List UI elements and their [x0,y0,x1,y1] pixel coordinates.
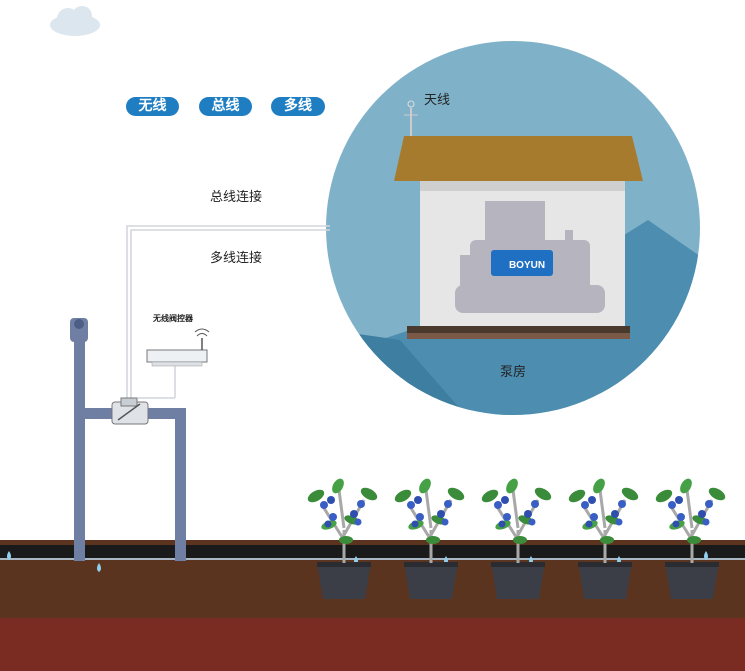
brand-text: BOYUN [509,260,545,271]
pump-house-circle: BOYUN [326,41,700,415]
blueberry-plant-icon [394,478,465,599]
tab-multiline[interactable]: 多线 [271,97,325,116]
valve-icon [111,397,149,425]
pump-house-label: 泵房 [500,365,527,380]
cloud-icon [50,6,100,36]
tab-wireless[interactable]: 无线 [126,97,179,116]
brand-logo [491,250,553,276]
plant-row [307,478,726,599]
controller-icon [146,328,210,367]
multi-connection-label: 多线连接 [210,251,263,266]
soil [0,540,745,671]
connection-lines [126,225,330,410]
blueberry-plant-icon [568,478,639,599]
pump-house: BOYUN [394,136,643,339]
tab-bus[interactable]: 总线 [199,97,252,116]
blueberry-plant-icon [307,478,378,599]
blueberry-plant-icon [481,478,552,599]
wireless-controller-label: 无线阀控器 [153,314,193,323]
blueberry-plant-icon [655,478,726,599]
drip-line [0,545,745,559]
bus-connection-label: 总线连接 [210,190,263,205]
antenna-label: 天线 [424,93,451,108]
